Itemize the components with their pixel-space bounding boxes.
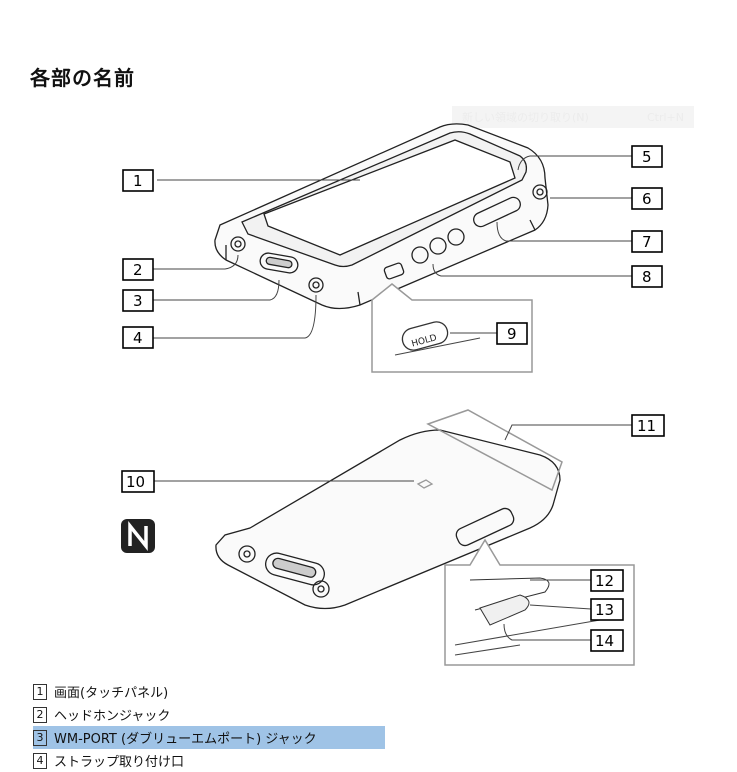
faded-menu-item: 新しい領域の切り取り(N)	[462, 111, 589, 124]
parts-legend: 1 画面(タッチパネル) 2 ヘッドホンジャック 3 WM-PORT (ダブリュ…	[33, 680, 385, 772]
callout-6: 6	[642, 190, 652, 208]
device-front-illustration	[214, 123, 549, 310]
legend-item-highlighted: 3 WM-PORT (ダブリューエムポート) ジャック	[33, 726, 385, 749]
faded-context-menu: 新しい領域の切り取り(N) Ctrl+N	[452, 106, 694, 128]
legend-number: 2	[33, 706, 47, 723]
legend-item: 4 ストラップ取り付け口	[33, 749, 385, 772]
callout-7: 7	[642, 233, 652, 251]
callout-labels: 1 2 3 4 5 6 7 8 9 10 11 12 13 14	[121, 145, 665, 652]
device-back-illustration	[215, 429, 561, 610]
callout-3: 3	[133, 292, 143, 310]
nfc-zoom-frame	[426, 409, 563, 492]
callout-5: 5	[642, 148, 652, 166]
callout-4: 4	[133, 329, 143, 347]
callout-9: 9	[507, 325, 517, 343]
legend-item: 2 ヘッドホンジャック	[33, 703, 385, 726]
leader-lines	[148, 155, 632, 641]
callout-11: 11	[637, 417, 656, 435]
callout-1: 1	[133, 172, 143, 190]
callout-8: 8	[642, 268, 652, 286]
legend-number: 1	[33, 683, 47, 700]
card-slot-zoom	[444, 538, 635, 666]
nfc-n-mark-icon	[121, 519, 155, 553]
callout-13: 13	[595, 601, 614, 619]
legend-item: 1 画面(タッチパネル)	[33, 680, 385, 703]
legend-text: ストラップ取り付け口	[54, 755, 185, 770]
legend-number: 3	[33, 729, 47, 746]
legend-text: 画面(タッチパネル)	[54, 686, 169, 701]
page-title: 各部の名前	[30, 66, 135, 90]
legend-text: ヘッドホンジャック	[54, 709, 171, 724]
hold-switch-zoom: HOLD	[371, 283, 533, 373]
faded-menu-shortcut: Ctrl+N	[646, 110, 684, 124]
legend-text: WM-PORT (ダブリューエムポート) ジャック	[54, 732, 317, 747]
callout-10: 10	[126, 473, 145, 491]
legend-number: 4	[33, 752, 47, 769]
callout-12: 12	[595, 572, 614, 590]
callout-14: 14	[595, 632, 614, 650]
callout-2: 2	[133, 261, 143, 279]
